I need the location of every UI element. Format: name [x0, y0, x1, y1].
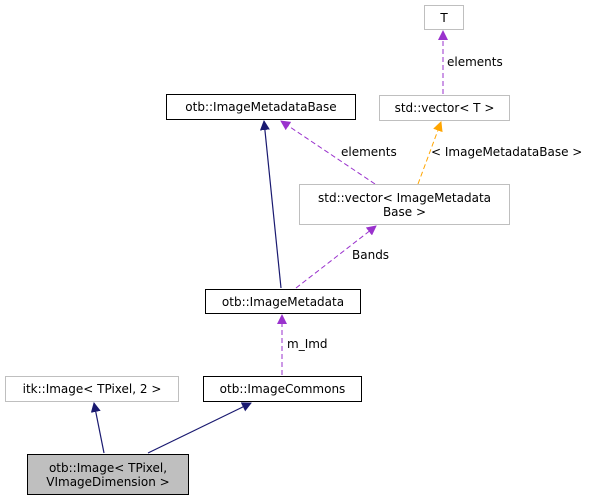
edge-label-bands: Bands: [352, 248, 390, 262]
node-vector-imb-label-line2: Base >: [382, 204, 427, 219]
node-vector-t-label: std::vector< T >: [394, 101, 495, 115]
node-image-commons[interactable]: otb::ImageCommons: [203, 376, 362, 402]
node-vector-t[interactable]: std::vector< T >: [379, 95, 510, 121]
node-image-metadata-base-label: otb::ImageMetadataBase: [185, 100, 337, 114]
node-itk-image-label: itk::Image< TPixel, 2 >: [22, 382, 162, 396]
edge-template-instance: [417, 121, 443, 185]
node-image-metadata[interactable]: otb::ImageMetadata: [205, 289, 361, 314]
node-vector-imb-label-line1: std::vector< ImageMetadata: [318, 190, 491, 205]
node-otb-image-label-line1: otb::Image< TPixel,: [48, 460, 168, 475]
edge-inherit-itk: [90, 402, 105, 454]
edge-label-t-elements: elements: [447, 55, 503, 69]
node-image-metadata-label: otb::ImageMetadata: [221, 294, 345, 309]
node-image-commons-label: otb::ImageCommons: [219, 382, 346, 396]
node-otb-image: otb::Image< TPixel, VImageDimension >: [27, 454, 189, 495]
edge-bands: [295, 225, 377, 289]
edge-label-template-arg: < ImageMetadataBase >: [431, 145, 583, 159]
node-otb-image-label-line2: VImageDimension >: [46, 474, 170, 489]
edge-inherit-metadata: [259, 120, 282, 289]
edge-label-m-imd: m_Imd: [287, 337, 328, 351]
node-t[interactable]: T: [424, 5, 464, 30]
node-itk-image[interactable]: itk::Image< TPixel, 2 >: [5, 376, 179, 402]
edge-label-base-elements: elements: [341, 145, 397, 159]
edge-inherit-commons: [147, 402, 252, 454]
node-image-metadata-base[interactable]: otb::ImageMetadataBase: [166, 94, 356, 120]
node-vector-image-metadata-base[interactable]: std::vector< ImageMetadata Base >: [299, 184, 510, 225]
edge-elements-base: [280, 120, 376, 185]
node-t-label: T: [440, 10, 448, 25]
